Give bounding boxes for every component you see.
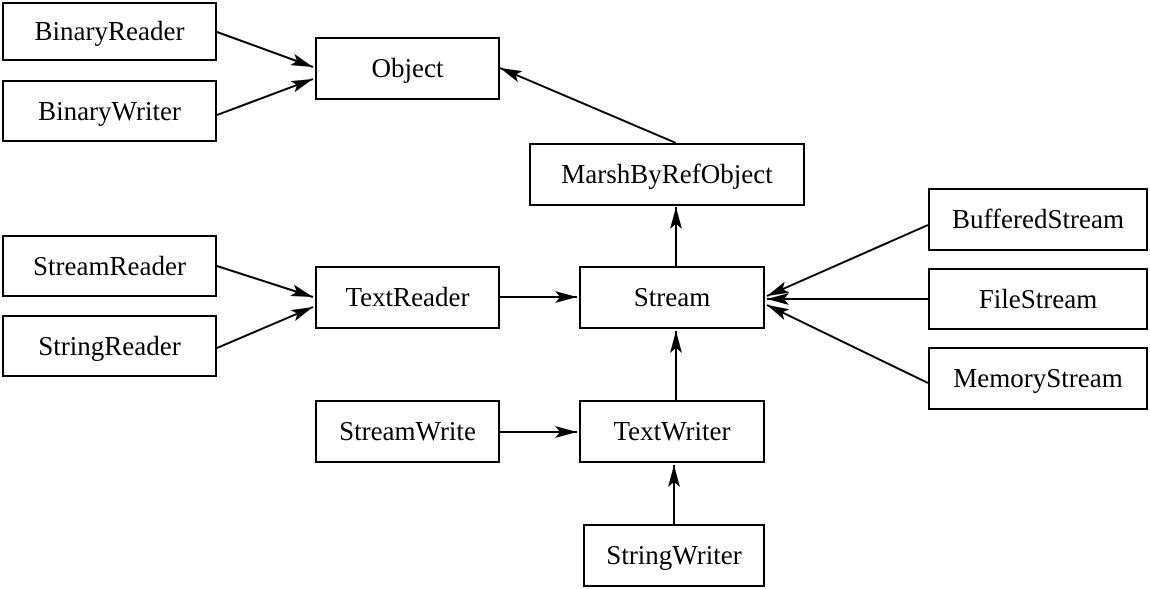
edge-buffered-stream-to-stream (766, 224, 929, 297)
node-marsh-by-ref-object: MarshByRefObject (529, 143, 805, 206)
node-stream-write: StreamWrite (315, 400, 500, 463)
node-text-writer: TextWriter (579, 400, 765, 463)
edge-memory-stream-to-stream (766, 304, 929, 384)
node-file-stream: FileStream (928, 268, 1148, 330)
node-binary-reader: BinaryReader (2, 2, 217, 61)
node-stream-reader: StreamReader (2, 235, 217, 297)
node-text-reader: TextReader (315, 266, 500, 329)
edge-string-reader-to-text-reader (216, 306, 314, 349)
node-string-reader: StringReader (2, 315, 217, 377)
node-buffered-stream: BufferedStream (928, 188, 1148, 251)
node-binary-writer: BinaryWriter (2, 80, 217, 142)
node-object: Object (315, 37, 500, 100)
edge-marsh-by-ref-object-to-object (499, 67, 677, 144)
node-memory-stream: MemoryStream (928, 347, 1148, 410)
node-stream: Stream (579, 266, 765, 329)
edge-binary-writer-to-object (216, 78, 314, 116)
edge-binary-reader-to-object (216, 31, 314, 68)
node-string-writer: StringWriter (583, 524, 765, 587)
edge-stream-reader-to-text-reader (216, 265, 314, 298)
